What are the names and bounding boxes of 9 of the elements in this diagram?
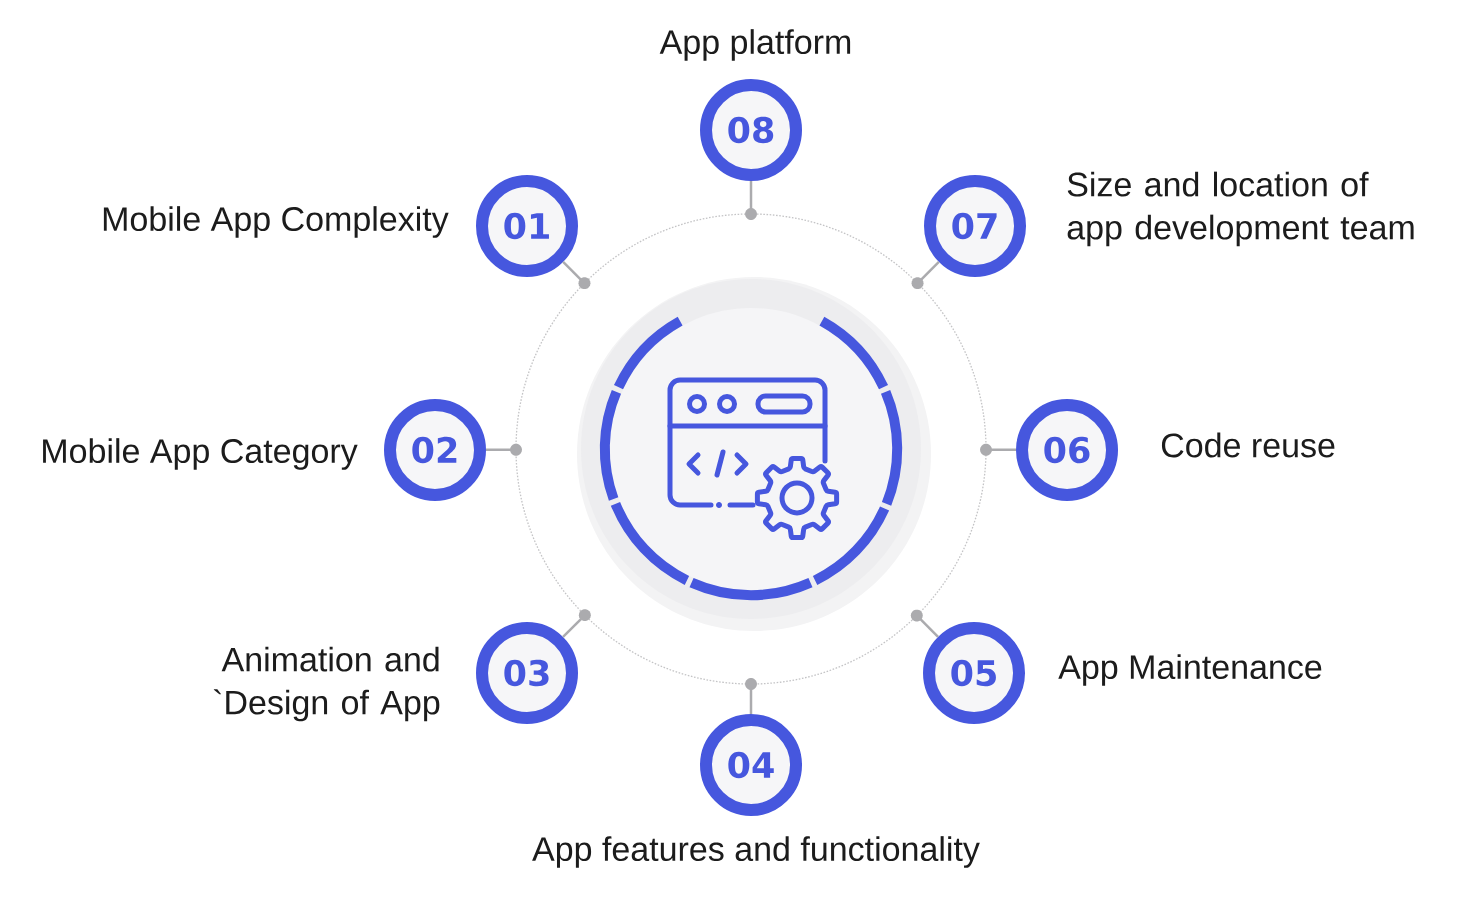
item-label: Size and location of app development team — [1067, 171, 1414, 247]
item-label: App features and functionality — [532, 836, 980, 868]
item-label: App Maintenance — [1058, 654, 1322, 686]
item-label: Animation and `Design of App — [213, 646, 440, 722]
item-label: Mobile App Category — [43, 438, 358, 470]
code-settings-illustration — [577, 277, 931, 631]
item-label: Mobile App Complexity — [103, 206, 449, 238]
item-label: App platform — [659, 29, 851, 61]
item-label: Code reuse — [1161, 432, 1335, 458]
